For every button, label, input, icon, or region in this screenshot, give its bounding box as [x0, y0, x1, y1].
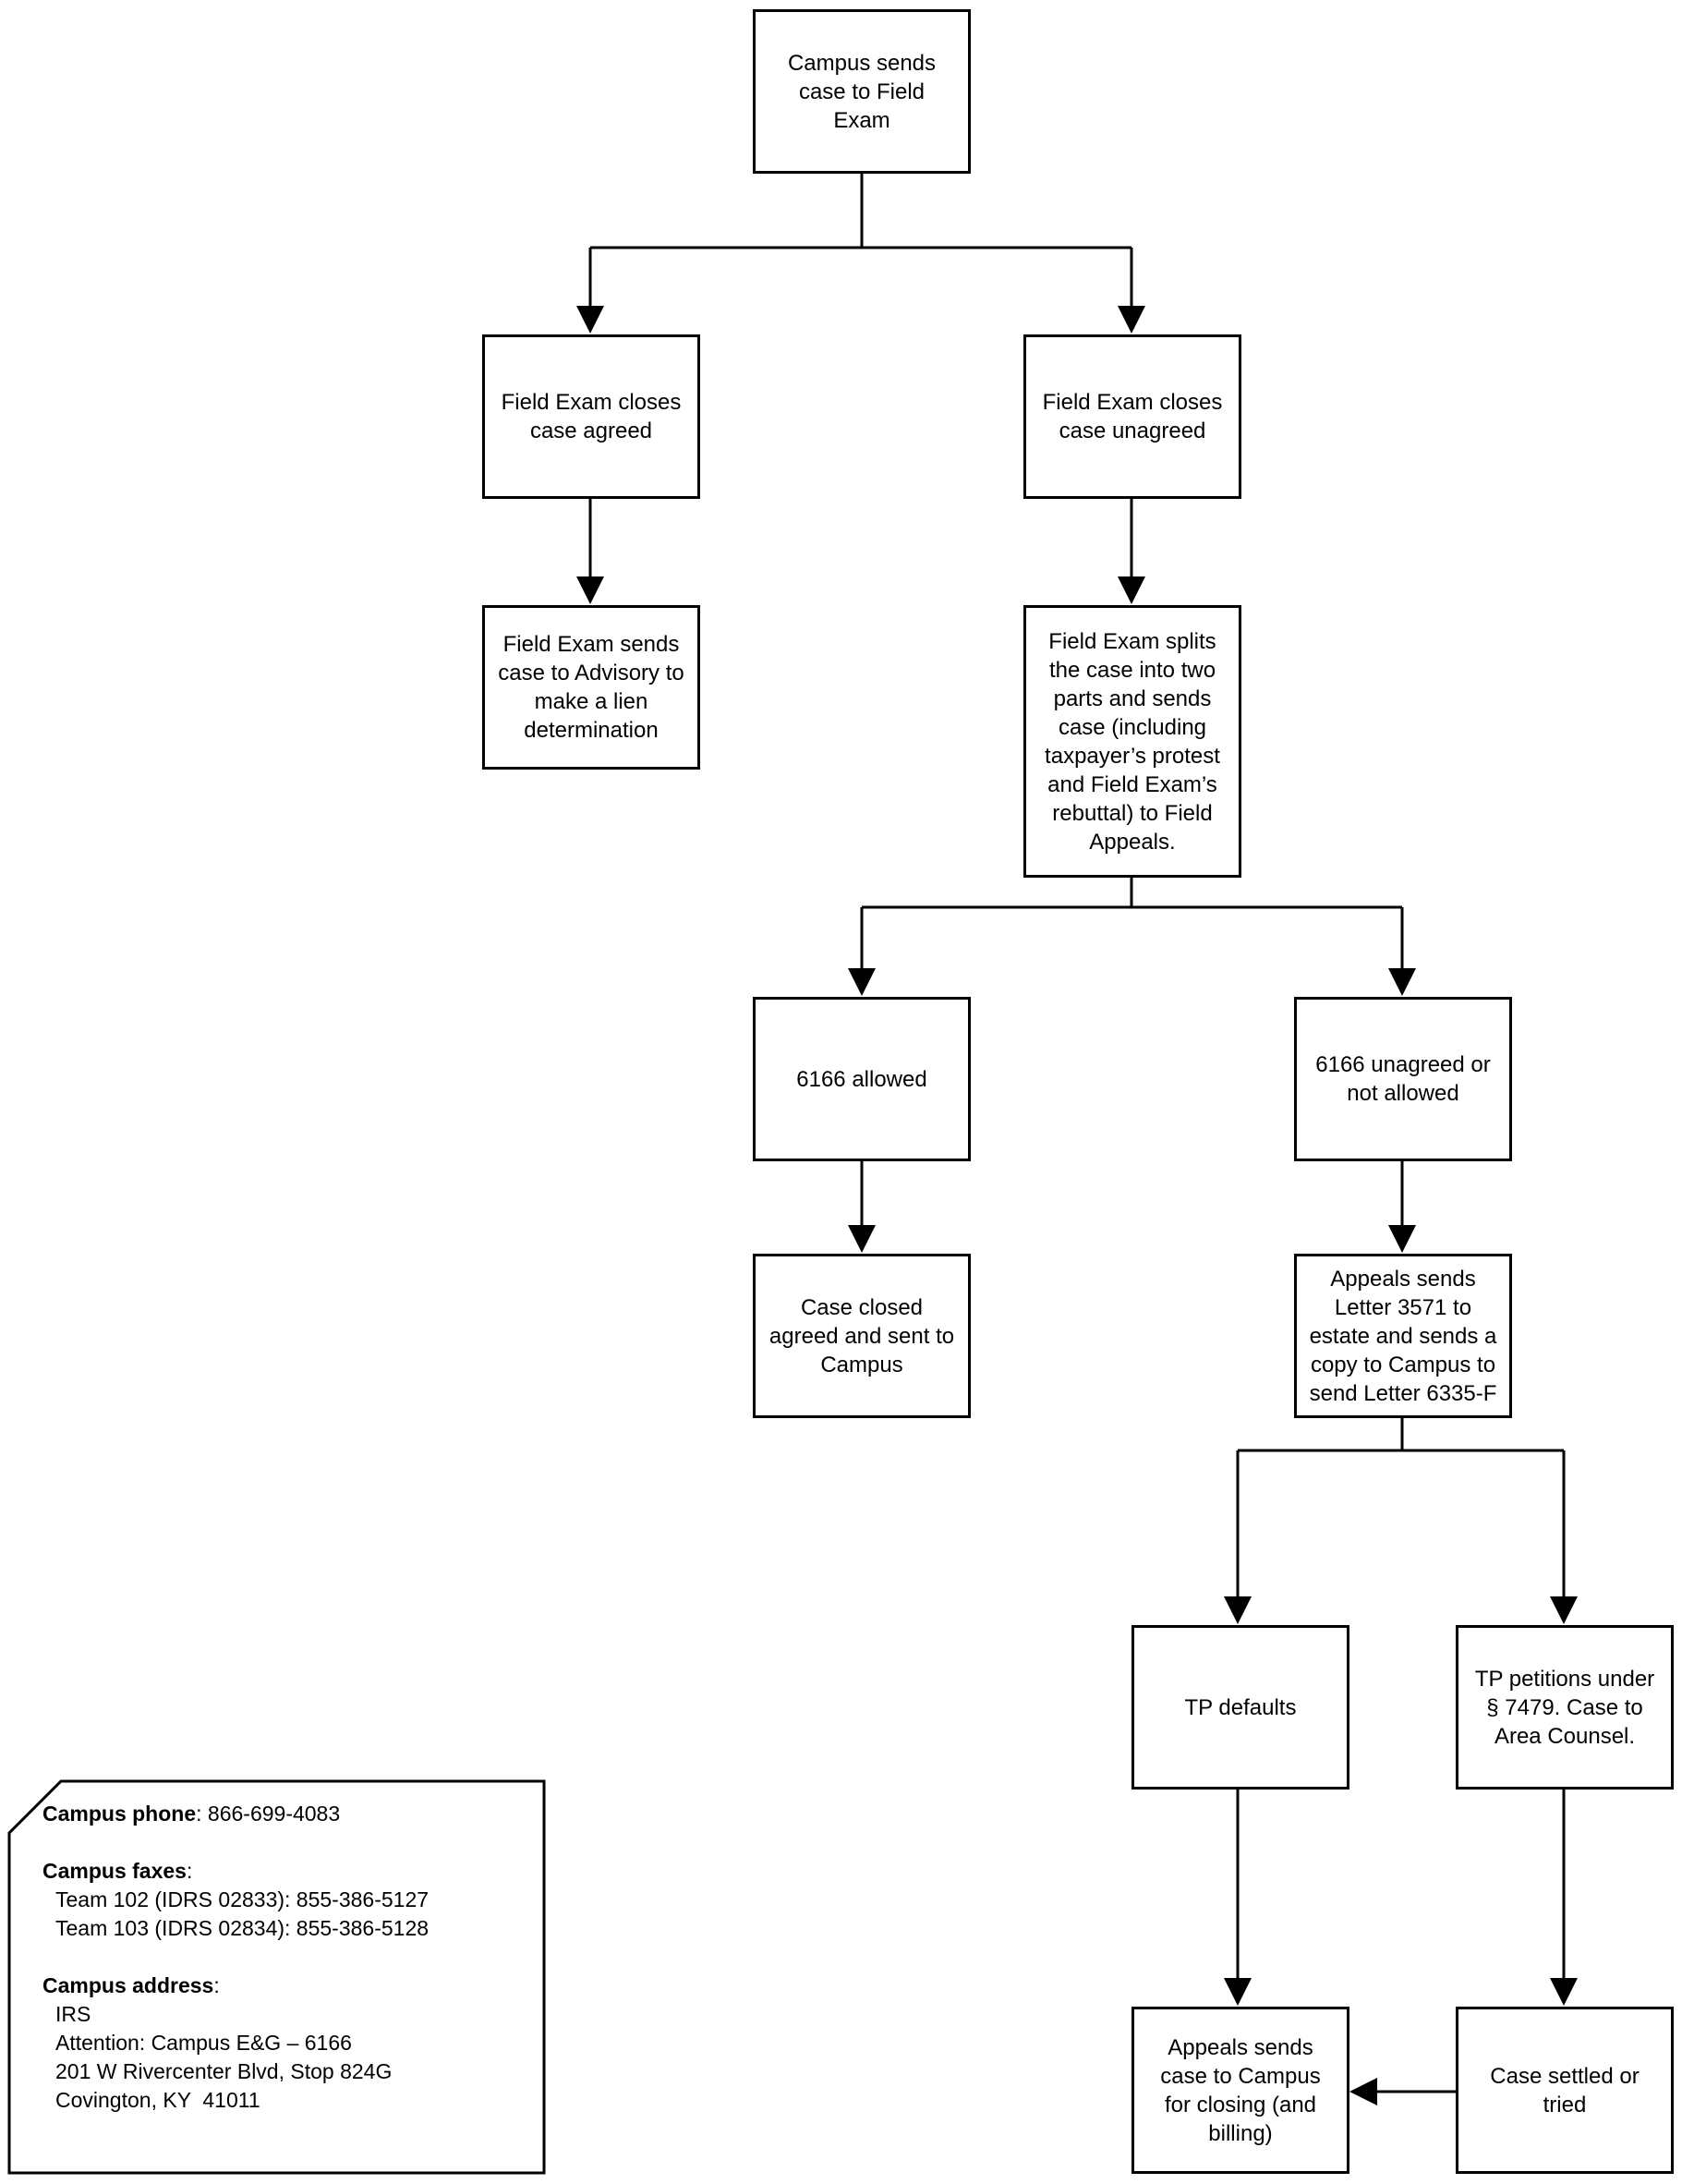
node-tp-petitions: TP petitions under § 7479. Case to Area …	[1456, 1625, 1674, 1790]
node-field-exam-closes-unagreed: Field Exam closes case unagreed	[1023, 334, 1241, 499]
contact-phone-value: : 866-699-4083	[196, 1802, 341, 1826]
node-6166-unagreed: 6166 unagreed or not allowed	[1294, 997, 1512, 1161]
address-line-2: Attention: Campus E&G – 6166	[55, 2031, 352, 2055]
address-line-4: Covington, KY 41011	[55, 2088, 260, 2112]
fax-team-103: Team 103 (IDRS 02834): 855-386-5128	[55, 1916, 430, 1940]
contact-faxes-line: Campus faxes:	[42, 1857, 429, 1886]
node-field-exam-closes-agreed: Field Exam closes case agreed	[482, 334, 700, 499]
node-campus-sends: Campus sends case to Field Exam	[753, 9, 971, 174]
fax-team-102: Team 102 (IDRS 02833): 855-386-5127	[55, 1887, 430, 1911]
contact-phone-line: Campus phone: 866-699-4083	[42, 1800, 429, 1828]
node-6166-allowed: 6166 allowed	[753, 997, 971, 1161]
node-field-exam-sends-advisory: Field Exam sends case to Advisory to mak…	[482, 605, 700, 770]
address-line-3: 201 W Rivercenter Blvd, Stop 824G	[55, 2059, 393, 2083]
contact-faxes-label: Campus faxes	[42, 1859, 187, 1883]
node-case-closed-agreed: Case closed agreed and sent to Campus	[753, 1254, 971, 1418]
node-appeals-sends-letter: Appeals sends Letter 3571 to estate and …	[1294, 1254, 1512, 1418]
contact-phone-label: Campus phone	[42, 1802, 197, 1826]
node-field-exam-splits-case: Field Exam splits the case into two part…	[1023, 605, 1241, 878]
node-case-settled-or-tried: Case settled or tried	[1456, 2007, 1674, 2174]
contact-address-colon: :	[213, 1973, 220, 1997]
node-appeals-sends-campus: Appeals sends case to Campus for closing…	[1131, 2007, 1349, 2174]
node-tp-defaults: TP defaults	[1131, 1625, 1349, 1790]
contact-address-line: Campus address:	[42, 1972, 429, 2000]
contact-card-outline	[7, 1779, 546, 2175]
contact-faxes-colon: :	[186, 1859, 193, 1883]
contact-address-label: Campus address	[42, 1973, 214, 1997]
contact-info-card: Campus phone: 866-699-4083 Campus faxes:…	[7, 1779, 546, 2175]
address-line-1: IRS	[55, 2002, 91, 2026]
